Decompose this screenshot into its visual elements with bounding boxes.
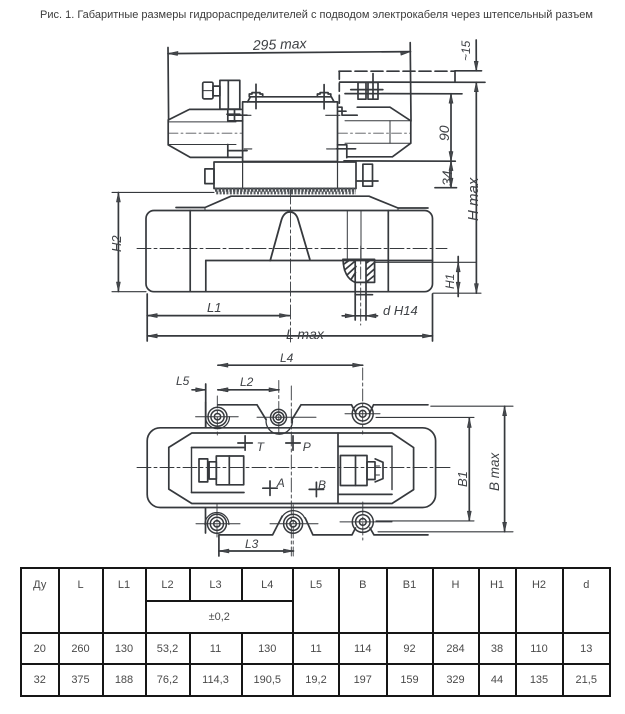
svg-text:L4: L4 — [280, 351, 294, 365]
svg-text:B max: B max — [487, 451, 502, 491]
svg-text:295 max: 295 max — [252, 35, 308, 53]
svg-text:H2: H2 — [109, 235, 124, 252]
svg-text:34: 34 — [439, 170, 455, 186]
svg-text:A: A — [276, 476, 285, 490]
svg-text:T: T — [257, 440, 266, 454]
svg-text:L1: L1 — [207, 300, 221, 315]
svg-text:P: P — [303, 440, 311, 454]
svg-text:L5: L5 — [176, 374, 190, 388]
svg-text:H1: H1 — [443, 274, 457, 289]
svg-text:H max: H max — [465, 177, 482, 221]
svg-text:B: B — [318, 478, 326, 492]
svg-text:L max: L max — [286, 326, 325, 342]
svg-text:d H14: d H14 — [383, 303, 418, 318]
svg-text:L3: L3 — [245, 537, 259, 551]
svg-text:B1: B1 — [455, 471, 470, 487]
svg-text:L2: L2 — [240, 375, 254, 389]
svg-text:~15: ~15 — [459, 40, 473, 61]
svg-text:90: 90 — [436, 125, 452, 141]
